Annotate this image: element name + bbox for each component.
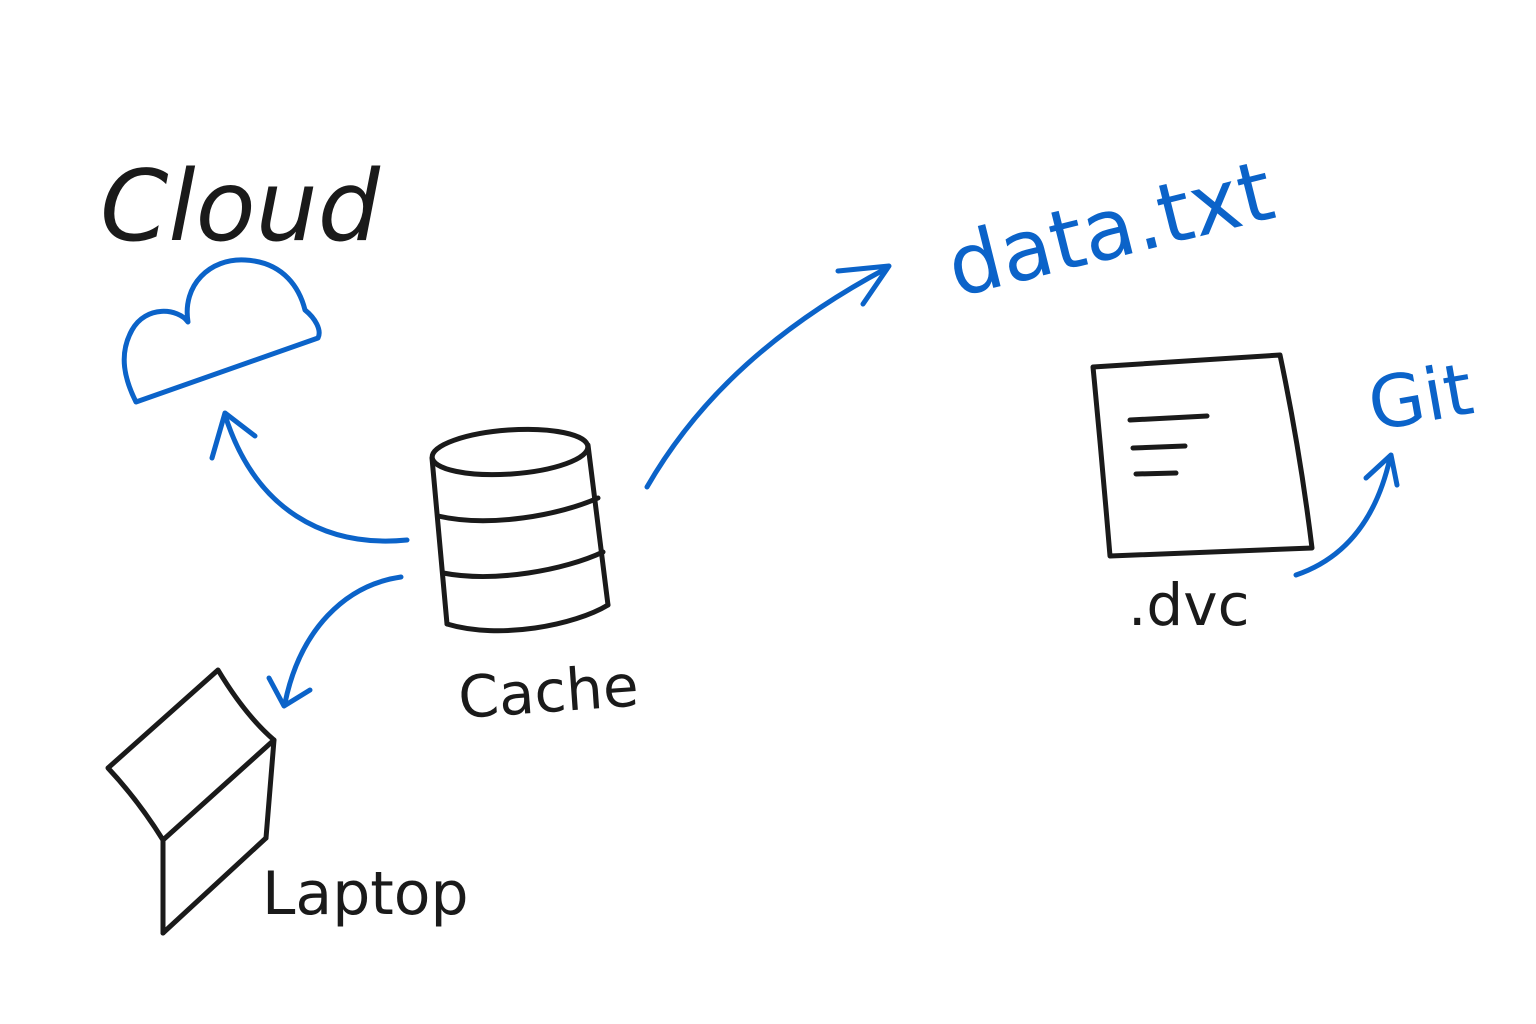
cloud-title: Cloud — [100, 150, 381, 264]
cache-label: Cache — [456, 652, 641, 732]
git-label: Git — [1362, 347, 1479, 448]
database-icon — [429, 426, 611, 634]
laptop-icon — [105, 667, 277, 936]
arrow-cache-to-cloud — [209, 410, 410, 544]
dvc-file-label: .dvc — [1128, 571, 1249, 639]
arrow-dvc-to-git — [1293, 452, 1400, 578]
arrow-cache-to-laptop — [266, 574, 404, 709]
cloud-icon — [121, 257, 322, 405]
document-icon — [1090, 352, 1315, 559]
arrow-cache-to-data-file — [644, 263, 892, 490]
laptop-label: Laptop — [262, 859, 469, 929]
data-file-label: data.txt — [937, 141, 1282, 316]
